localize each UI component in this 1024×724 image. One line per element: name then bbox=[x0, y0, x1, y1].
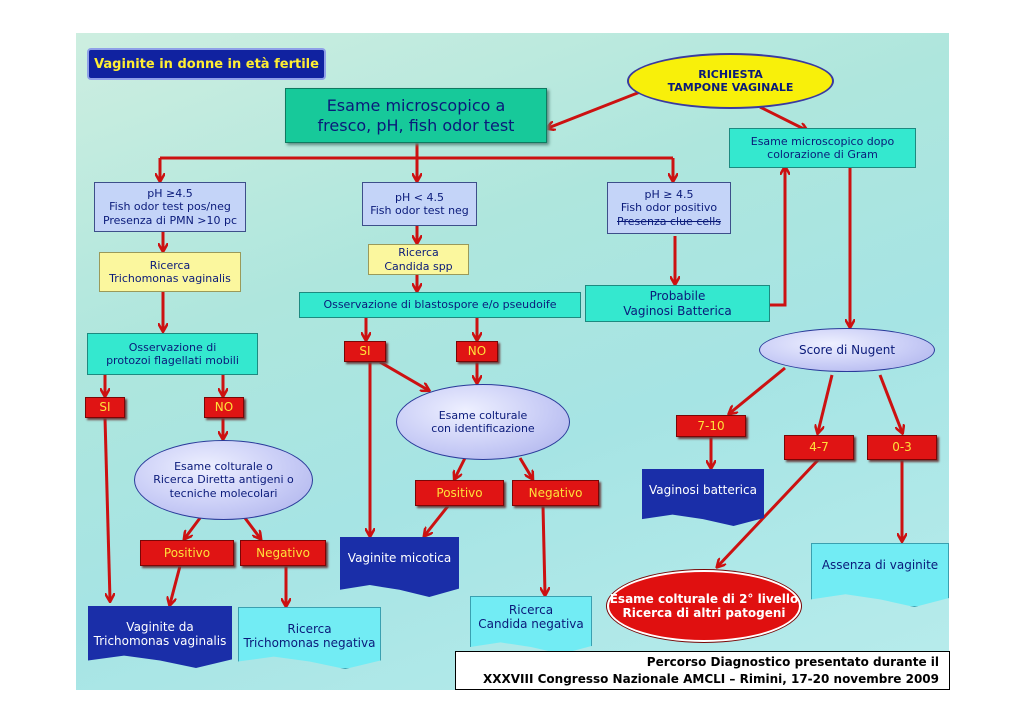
ph-high-clue-line-2: Fish odor positivo bbox=[620, 201, 718, 215]
esame-2-livello-line-1: Esame colturale di 2° livello bbox=[609, 591, 799, 606]
score-4-7-label[interactable]: 4-7 bbox=[784, 435, 854, 460]
ricerca-candida-line-2: Candida spp bbox=[384, 259, 453, 273]
probabile-vb-line-1: Probabile bbox=[649, 289, 706, 304]
esame-colturale-trich-ellipse[interactable]: Esame colturale o Ricerca Diretta antige… bbox=[134, 440, 313, 520]
no-left-label[interactable]: NO bbox=[204, 397, 244, 418]
esame-colturale-trich-line-1: Esame colturale o bbox=[174, 460, 273, 474]
osservazione-blastospore-box[interactable]: Osservazione di blastospore e/o pseudoif… bbox=[299, 292, 581, 318]
vaginite-trich-line-1: Vaginite da bbox=[126, 620, 194, 634]
ph-high-trich-line-2: Fish odor test pos/neg bbox=[109, 200, 231, 214]
score-nugent-ellipse[interactable]: Score di Nugent bbox=[759, 328, 935, 372]
esame-colturale-id-line-1: Esame colturale bbox=[438, 408, 528, 422]
esame-colturale-id-ellipse[interactable]: Esame colturale con identificazione bbox=[396, 384, 570, 460]
esame-fresco-line-1: Esame microscopico a bbox=[326, 96, 506, 116]
gram-line-2: colorazione di Gram bbox=[767, 148, 878, 161]
footer-line-2: XXXVIII Congresso Nazionale AMCLI – Rimi… bbox=[482, 671, 939, 686]
osservazione-protozoi-line-1: Osservazione di bbox=[128, 340, 217, 354]
osservazione-blastospore-label: Osservazione di blastospore e/o pseudoif… bbox=[323, 298, 557, 312]
assenza-vaginite-label: Assenza di vaginite bbox=[821, 558, 939, 572]
vaginite-micotica-label: Vaginite micotica bbox=[347, 551, 452, 565]
si-mid-label[interactable]: SI bbox=[344, 341, 386, 362]
score-7-10-label[interactable]: 7-10 bbox=[676, 415, 746, 437]
ricerca-trich-line-1: Ricerca bbox=[149, 258, 191, 272]
ph-low-box[interactable]: pH < 4.5 Fish odor test neg bbox=[362, 182, 477, 226]
footer-line-1: Percorso Diagnostico presentato durante … bbox=[646, 655, 939, 670]
ricerca-candida-neg-line-2: Candida negativa bbox=[478, 617, 584, 632]
si-left-label[interactable]: SI bbox=[85, 397, 125, 418]
esame-2-livello-ellipse[interactable]: Esame colturale di 2° livello Ricerca di… bbox=[607, 570, 801, 642]
ph-low-line-1: pH < 4.5 bbox=[395, 190, 444, 204]
richiesta-line-1: RICHIESTA bbox=[698, 67, 763, 81]
ph-high-clue-box[interactable]: pH ≥ 4.5 Fish odor positivo Presenza clu… bbox=[607, 182, 731, 234]
esame-colturale-id-line-2: con identificazione bbox=[431, 422, 535, 435]
ricerca-trich-box[interactable]: Ricerca Trichomonas vaginalis bbox=[99, 252, 241, 292]
ricerca-candida-line-1: Ricerca bbox=[398, 246, 439, 260]
vaginite-trich-line-2: Trichomonas vaginalis bbox=[93, 634, 227, 649]
assenza-vaginite-box[interactable]: Assenza di vaginite bbox=[811, 543, 949, 607]
probabile-vb-line-2: Vaginosi Batterica bbox=[623, 303, 732, 318]
ph-high-trich-line-3: Presenza di PMN >10 pc bbox=[102, 213, 238, 227]
ricerca-candida-neg-line-1: Ricerca bbox=[508, 603, 554, 617]
positivo-mid-label[interactable]: Positivo bbox=[415, 480, 504, 506]
footer-credit: Percorso Diagnostico presentato durante … bbox=[455, 651, 950, 690]
ph-low-line-2: Fish odor test neg bbox=[370, 204, 469, 217]
ph-high-clue-line-1: pH ≥ 4.5 bbox=[644, 188, 694, 202]
no-mid-label[interactable]: NO bbox=[456, 341, 498, 362]
esame-colturale-trich-line-2: Ricerca Diretta antigeni o bbox=[153, 473, 294, 487]
vaginosi-batterica-label: Vaginosi batterica bbox=[649, 483, 757, 497]
gram-box[interactable]: Esame microscopico dopo colorazione di G… bbox=[729, 128, 916, 168]
esame-fresco-line-2: fresco, pH, fish odor test bbox=[317, 115, 515, 135]
ph-high-trich-line-1: pH ≥4.5 bbox=[147, 187, 193, 201]
ph-high-clue-line-3: Presenza clue cells bbox=[617, 214, 721, 228]
ricerca-trich-neg-line-1: Ricerca bbox=[287, 622, 332, 636]
gram-line-1: Esame microscopico dopo bbox=[750, 134, 895, 148]
esame-colturale-trich-line-3: tecniche molecolari bbox=[169, 486, 278, 500]
richiesta-tampone-ellipse[interactable]: RICHIESTA TAMPONE VAGINALE bbox=[627, 53, 834, 109]
ph-high-trich-box[interactable]: pH ≥4.5 Fish odor test pos/neg Presenza … bbox=[94, 182, 246, 232]
score-nugent-label: Score di Nugent bbox=[798, 342, 896, 357]
slide-title: Vaginite in donne in età fertile bbox=[87, 48, 326, 80]
ricerca-trich-line-2: Trichomonas vaginalis bbox=[109, 272, 231, 285]
positivo-left-label[interactable]: Positivo bbox=[140, 540, 234, 566]
richiesta-line-2: TAMPONE VAGINALE bbox=[667, 81, 794, 94]
esame-2-livello-line-2: Ricerca di altri patogeni bbox=[622, 606, 786, 620]
esame-fresco-box[interactable]: Esame microscopico a fresco, pH, fish od… bbox=[285, 88, 547, 143]
osservazione-protozoi-box[interactable]: Osservazione di protozoi flagellati mobi… bbox=[87, 333, 258, 375]
osservazione-protozoi-line-2: protozoi flagellati mobili bbox=[106, 354, 239, 367]
score-0-3-label[interactable]: 0-3 bbox=[867, 435, 937, 460]
ricerca-trich-neg-line-2: Trichomonas negativa bbox=[243, 636, 376, 651]
probabile-vb-box[interactable]: Probabile Vaginosi Batterica bbox=[585, 285, 770, 322]
ricerca-candida-box[interactable]: Ricerca Candida spp bbox=[368, 244, 469, 275]
negativo-left-label[interactable]: Negativo bbox=[240, 540, 326, 566]
negativo-mid-label[interactable]: Negativo bbox=[512, 480, 599, 506]
